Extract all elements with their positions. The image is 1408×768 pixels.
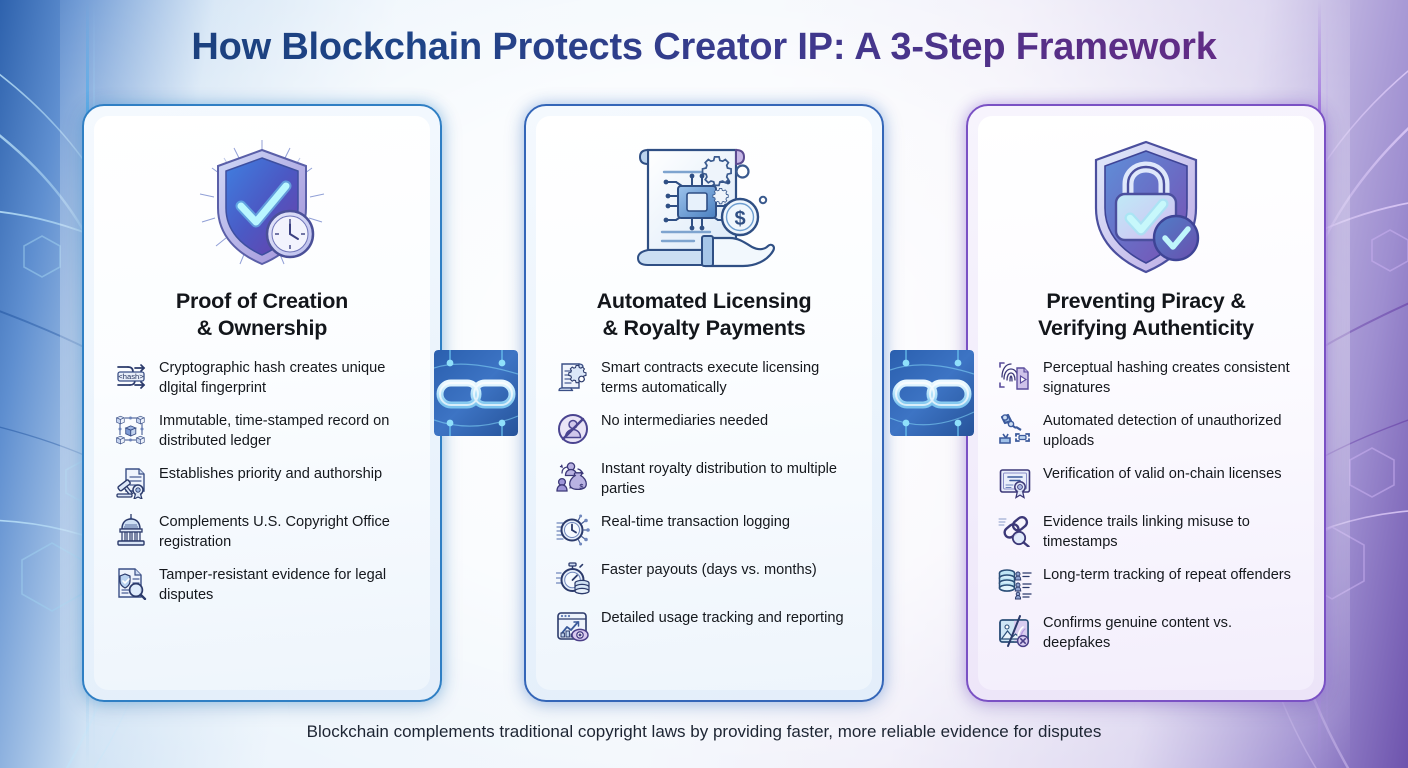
gavel-document-seal-icon bbox=[116, 468, 145, 500]
feature-text: Perceptual hashing creates consistent si… bbox=[1043, 360, 1290, 396]
card-automated-licensing[interactable]: $ Automated Licensing & Royalty Payments bbox=[524, 104, 884, 702]
feature-text: Cryptographic hash creates unique dlgita… bbox=[159, 360, 386, 396]
no-intermediary-icon bbox=[558, 414, 588, 445]
hash-arrows-icon: <hash> bbox=[117, 364, 146, 390]
chain-link-icon bbox=[890, 350, 974, 436]
feature-item: Real-time transaction logging bbox=[550, 512, 858, 547]
feature-list: <hash> Cryptographic hash creates unique… bbox=[108, 358, 416, 605]
feature-item: Confirms genuine content vs. deepfakes bbox=[992, 613, 1300, 653]
people-money-bag-icon: $ bbox=[556, 462, 587, 492]
feature-text: Real-time transaction logging bbox=[601, 514, 791, 531]
feature-text: Automated detection of unauthorized uplo… bbox=[1043, 413, 1282, 449]
feature-text: Evidence trails linking misuse to timest… bbox=[1043, 514, 1250, 550]
card-title: Proof of Creation & Ownership bbox=[176, 288, 348, 342]
feature-text: Immutable, time-stamped record on distri… bbox=[159, 413, 390, 449]
cards-row: Proof of Creation & Ownership bbox=[0, 104, 1408, 706]
card-title-line-1: Automated Licensing bbox=[596, 289, 812, 313]
footer-note: Blockchain complements traditional copyr… bbox=[306, 722, 1102, 741]
chain-magnifier-icon bbox=[998, 516, 1030, 548]
shield-check-clock-icon bbox=[199, 140, 325, 266]
card-title: Preventing Piracy & Verifying Authentici… bbox=[1038, 288, 1254, 342]
feature-item: Tamper-resistant evidence for legal disp… bbox=[108, 565, 416, 605]
feature-text: Long-term tracking of repeat offenders bbox=[1043, 567, 1291, 584]
feature-item: Long-term tracking of repeat offenders bbox=[992, 565, 1300, 600]
svg-text:$: $ bbox=[734, 208, 745, 230]
feature-text: Tamper-resistant evidence for legal disp… bbox=[159, 567, 387, 603]
feature-text: Complements U.S. Copyright Office regist… bbox=[159, 514, 390, 550]
feature-item: Perceptual hashing creates consistent si… bbox=[992, 358, 1300, 398]
svg-text:<hash>: <hash> bbox=[118, 372, 144, 381]
feature-item: Automated detection of unauthorized uplo… bbox=[992, 411, 1300, 451]
feature-item: $ Instant royalty distribution to multip… bbox=[550, 459, 858, 499]
feature-item: Verification of valid on-chain licenses bbox=[992, 464, 1300, 500]
page-title: How Blockchain Protects Creator IP: A 3-… bbox=[0, 26, 1408, 69]
image-deepfake-cross-icon bbox=[999, 615, 1030, 648]
card-title-line-1: Preventing Piracy & bbox=[1046, 289, 1246, 313]
blockchain-nodes-icon bbox=[115, 416, 146, 445]
government-building-icon bbox=[117, 514, 145, 547]
database-users-icon bbox=[998, 569, 1032, 600]
feature-text: Smart contracts execute licensing terms … bbox=[601, 360, 820, 396]
svg-text:$: $ bbox=[579, 482, 584, 491]
document-shield-magnifier-icon bbox=[118, 568, 147, 601]
stopwatch-coins-icon bbox=[556, 562, 590, 595]
contract-gear-icon bbox=[558, 363, 587, 392]
fingerprint-media-icon bbox=[999, 362, 1029, 390]
feature-text: Detailed usage tracking and reporting bbox=[601, 610, 844, 627]
feature-item: Establishes priority and authorship bbox=[108, 464, 416, 500]
feature-text: No intermediaries needed bbox=[601, 413, 769, 430]
connector-2-3 bbox=[890, 350, 974, 436]
card-title-line-2: & Royalty Payments bbox=[602, 316, 806, 341]
feature-item: Smart contracts execute licensing terms … bbox=[550, 358, 858, 398]
feature-text: Instant royalty distribution to multiple… bbox=[601, 461, 838, 497]
feature-list: Smart contracts execute licensing terms … bbox=[550, 358, 858, 643]
feature-item: Complements U.S. Copyright Office regist… bbox=[108, 512, 416, 552]
feature-item: Immutable, time-stamped record on distri… bbox=[108, 411, 416, 451]
feature-item: Faster payouts (days vs. months) bbox=[550, 560, 858, 595]
card-title-line-2: & Ownership bbox=[196, 316, 328, 341]
feature-text: Establishes priority and authorship bbox=[159, 466, 383, 483]
analytics-eye-icon bbox=[557, 612, 589, 642]
feature-text: Confirms genuine content vs. deepfakes bbox=[1043, 615, 1233, 651]
feature-text: Faster payouts (days vs. months) bbox=[601, 562, 817, 579]
feature-text: Verification of valid on-chain licenses bbox=[1043, 466, 1282, 483]
card-title-line-2: Verifying Authenticity bbox=[1038, 316, 1254, 341]
feature-item: Evidence trails linking misuse to timest… bbox=[992, 512, 1300, 552]
feature-item: <hash> Cryptographic hash creates unique… bbox=[108, 358, 416, 398]
feature-item: No intermediaries needed bbox=[550, 411, 858, 446]
card-proof-of-creation[interactable]: Proof of Creation & Ownership bbox=[82, 104, 442, 702]
shield-lock-verified-icon bbox=[1094, 140, 1200, 274]
smart-contract-scroll-hand-icon: $ bbox=[636, 148, 776, 268]
certificate-seal-icon bbox=[999, 469, 1031, 500]
card-title-line-1: Proof of Creation bbox=[175, 289, 349, 313]
feature-item: Detailed usage tracking and reporting bbox=[550, 608, 858, 643]
card-title: Automated Licensing & Royalty Payments bbox=[597, 288, 812, 342]
feature-list: Perceptual hashing creates consistent si… bbox=[992, 358, 1300, 653]
connector-1-2 bbox=[434, 350, 518, 436]
chain-link-icon bbox=[434, 350, 518, 436]
clock-network-icon bbox=[556, 514, 590, 546]
card-preventing-piracy[interactable]: Preventing Piracy & Verifying Authentici… bbox=[966, 104, 1326, 702]
robot-arm-detection-icon bbox=[999, 414, 1030, 445]
